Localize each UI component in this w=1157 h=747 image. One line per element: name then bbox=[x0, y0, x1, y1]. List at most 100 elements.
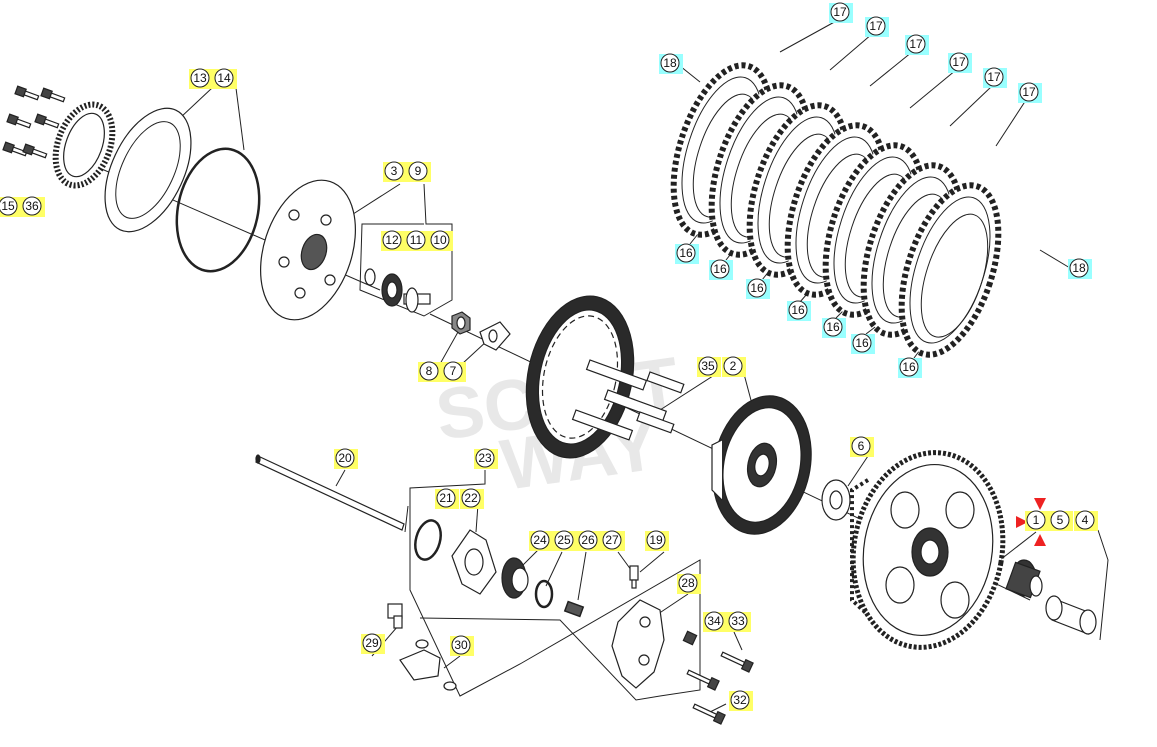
nut-and-washer-7-8 bbox=[451, 311, 511, 351]
callout-number: 11 bbox=[410, 233, 423, 247]
callout-c20: 20 bbox=[334, 448, 358, 469]
callout-number: 14 bbox=[217, 71, 231, 85]
callout-c25: 25 bbox=[553, 530, 577, 551]
bearing-group-10-12 bbox=[364, 268, 431, 313]
callout-c6: 6 bbox=[850, 436, 874, 457]
o-ring-21 bbox=[414, 519, 442, 561]
callout-number: 17 bbox=[952, 55, 966, 69]
callout-c28: 28 bbox=[677, 573, 701, 594]
callout-c10: 10 bbox=[429, 230, 453, 251]
bleeder-19 bbox=[629, 565, 639, 589]
callout-number: 12 bbox=[385, 233, 399, 247]
callout-number: 10 bbox=[433, 233, 447, 247]
bushing-4 bbox=[1045, 595, 1097, 635]
callout-c18a: 18 bbox=[659, 53, 683, 74]
callout-number: 4 bbox=[1082, 513, 1089, 527]
callout-c14: 14 bbox=[213, 68, 237, 89]
callout-number: 33 bbox=[731, 614, 745, 628]
callout-c16a: 16 bbox=[675, 243, 699, 264]
callout-c16g: 16 bbox=[898, 357, 922, 378]
callout-c16b: 16 bbox=[709, 259, 733, 280]
callout-number: 17 bbox=[987, 70, 1001, 84]
callout-number: 18 bbox=[663, 56, 677, 70]
gasket-13 bbox=[104, 107, 192, 233]
callout-c16f: 16 bbox=[851, 333, 875, 354]
inner-hub-2 bbox=[711, 395, 812, 535]
callout-c11: 11 bbox=[405, 230, 429, 251]
callout-c30: 30 bbox=[450, 635, 474, 656]
callout-number: 1 bbox=[1033, 513, 1040, 527]
callout-number: 8 bbox=[426, 364, 433, 378]
callout-number: 16 bbox=[679, 246, 693, 260]
callout-c1: 1 bbox=[1025, 510, 1049, 531]
callout-c36: 36 bbox=[21, 196, 45, 217]
callout-c26: 26 bbox=[577, 530, 601, 551]
callout-number: 16 bbox=[750, 281, 764, 295]
callout-number: 23 bbox=[478, 451, 492, 465]
slave-body-28 bbox=[611, 599, 665, 689]
callout-number: 5 bbox=[1057, 513, 1064, 527]
callout-number: 20 bbox=[338, 451, 352, 465]
callout-c35: 35 bbox=[697, 356, 721, 377]
needle-bearing-5 bbox=[1005, 559, 1043, 599]
callout-c21: 21 bbox=[435, 488, 459, 509]
callout-number: 9 bbox=[415, 164, 422, 178]
callout-c32: 32 bbox=[729, 690, 753, 711]
callout-number: 18 bbox=[1072, 261, 1086, 275]
callout-number: 17 bbox=[909, 37, 923, 51]
callout-number: 24 bbox=[533, 533, 547, 547]
callout-c23: 23 bbox=[474, 448, 498, 469]
callout-c27: 27 bbox=[601, 530, 625, 551]
callout-c4: 4 bbox=[1074, 510, 1098, 531]
o-ring-14 bbox=[175, 147, 261, 273]
callout-number: 16 bbox=[855, 336, 869, 350]
callout-number: 3 bbox=[391, 164, 398, 178]
cover-22 bbox=[451, 529, 497, 595]
bolts-32-33-34 bbox=[682, 630, 754, 725]
callout-number: 13 bbox=[193, 71, 207, 85]
callout-number: 17 bbox=[833, 5, 847, 19]
callout-c9: 9 bbox=[407, 161, 431, 182]
cover-plate-3 bbox=[260, 179, 356, 321]
callout-number: 36 bbox=[25, 199, 39, 213]
callout-c3: 3 bbox=[383, 161, 407, 182]
callout-number: 15 bbox=[1, 199, 15, 213]
callout-c34: 34 bbox=[703, 611, 727, 632]
callout-c16c: 16 bbox=[746, 278, 770, 299]
callout-c12: 12 bbox=[381, 230, 405, 251]
bolts-15 bbox=[2, 85, 66, 159]
o-ring-25 bbox=[534, 579, 554, 609]
callout-number: 19 bbox=[649, 533, 663, 547]
callout-c17d: 17 bbox=[948, 52, 972, 73]
banjo-fitting-washers-30 bbox=[399, 639, 457, 691]
callout-number: 16 bbox=[902, 360, 916, 374]
piston-24 bbox=[501, 557, 529, 599]
callout-c29: 29 bbox=[361, 633, 385, 654]
callout-number: 30 bbox=[454, 638, 468, 652]
callout-number: 29 bbox=[365, 636, 379, 650]
callout-number: 34 bbox=[707, 614, 721, 628]
callout-number: 2 bbox=[730, 359, 737, 373]
pressure-ring-36 bbox=[52, 101, 116, 189]
callout-c13: 13 bbox=[189, 68, 213, 89]
callout-c18b: 18 bbox=[1068, 258, 1092, 279]
callout-number: 25 bbox=[557, 533, 571, 547]
callout-c2: 2 bbox=[722, 356, 746, 377]
callout-number: 32 bbox=[733, 693, 747, 707]
callout-c17e: 17 bbox=[983, 67, 1007, 88]
callout-number: 16 bbox=[791, 303, 805, 317]
studs-35 bbox=[636, 371, 685, 434]
callout-number: 27 bbox=[605, 533, 619, 547]
thrust-washer-6 bbox=[821, 479, 851, 521]
callout-c7: 7 bbox=[442, 361, 466, 382]
push-rod-20 bbox=[255, 454, 405, 531]
callout-number: 28 bbox=[681, 576, 695, 590]
callout-number: 16 bbox=[826, 320, 840, 334]
callout-number: 16 bbox=[713, 262, 727, 276]
callout-c24: 24 bbox=[529, 530, 553, 551]
banjo-bolt-29 bbox=[387, 603, 403, 629]
callout-number: 26 bbox=[581, 533, 595, 547]
